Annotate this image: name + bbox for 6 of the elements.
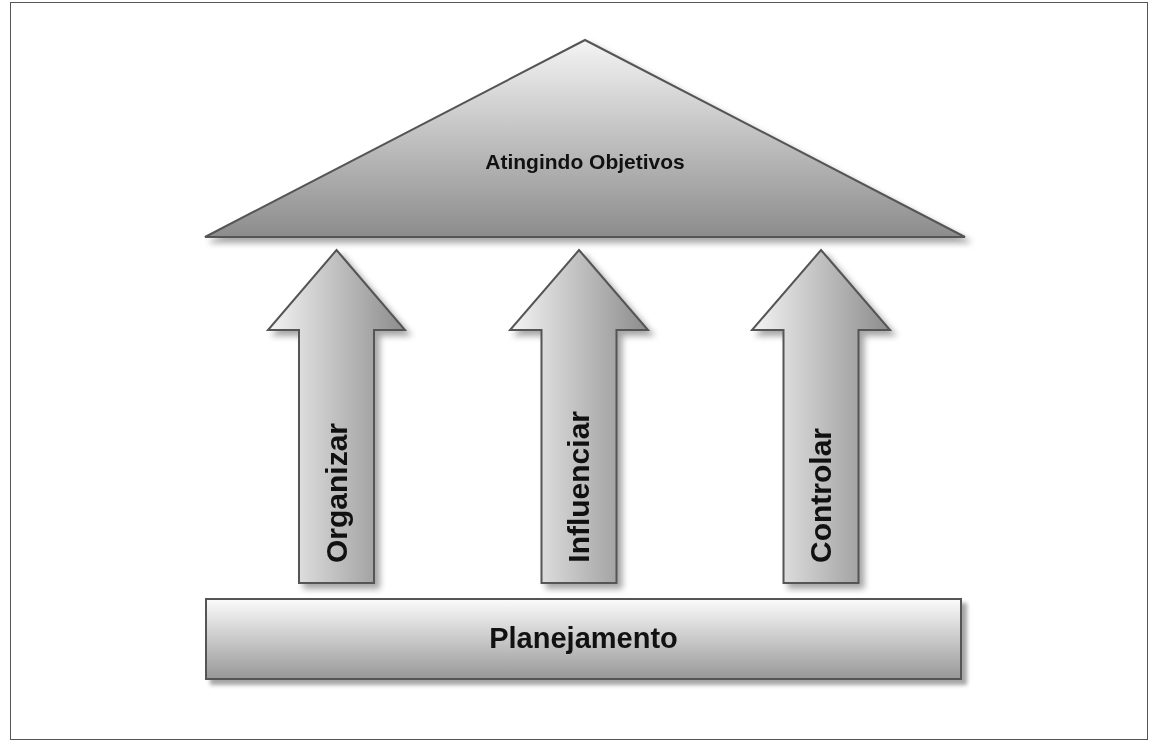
arrow-label: Organizar — [319, 422, 354, 563]
base-bar — [205, 598, 962, 680]
arrow-label: Controlar — [804, 428, 838, 563]
arrow-label: Influenciar — [562, 411, 596, 563]
roof-label: Atingindo Objetivos — [484, 150, 686, 174]
bar-label: Planejamento — [488, 622, 679, 655]
